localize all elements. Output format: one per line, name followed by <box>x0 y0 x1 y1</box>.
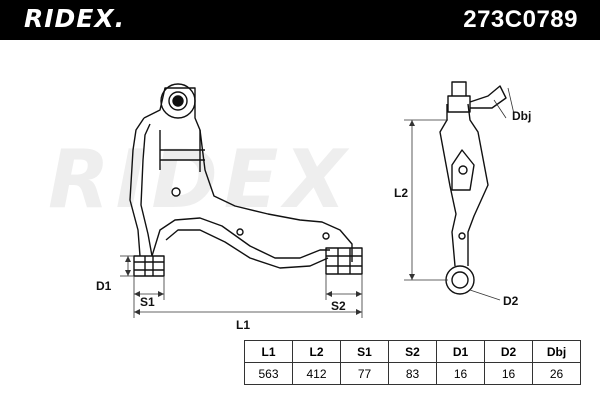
control-arm-front-view <box>129 83 363 277</box>
header-bar: RIDEX. 273C0789 <box>0 0 600 40</box>
label-l2: L2 <box>394 186 408 200</box>
brand-watermark: RIDEX <box>48 133 353 226</box>
control-arm-side-view <box>439 81 507 295</box>
spec-header-d2: D2 <box>484 340 533 363</box>
spec-header-l1: L1 <box>244 340 293 363</box>
label-l1: L1 <box>236 318 250 332</box>
spec-header-l2: L2 <box>292 340 341 363</box>
spec-value-dbj: 26 <box>532 362 581 385</box>
spec-value-l1: 563 <box>244 362 293 385</box>
spec-value-l2: 412 <box>292 362 341 385</box>
control-arm-drawing: D1 S1 S2 L1 L2 D2 Dbj <box>96 81 531 332</box>
spec-table-value-row: 563 412 77 83 16 16 26 <box>244 362 581 385</box>
spec-value-d2: 16 <box>484 362 533 385</box>
spec-header-d1: D1 <box>436 340 485 363</box>
right-bushing <box>325 247 363 275</box>
spec-header-s2: S2 <box>388 340 437 363</box>
spec-table-header-row: L1 L2 S1 S2 D1 D2 Dbj <box>244 340 581 363</box>
spec-value-s1: 77 <box>340 362 389 385</box>
spec-value-s2: 83 <box>388 362 437 385</box>
spec-header-dbj: Dbj <box>532 340 581 363</box>
brand-logo: RIDEX. <box>24 4 126 33</box>
label-d2: D2 <box>503 294 519 308</box>
side-bushing <box>445 265 475 295</box>
label-s1: S1 <box>140 295 155 309</box>
label-dbj: Dbj <box>512 109 531 123</box>
part-number: 273C0789 <box>463 6 578 33</box>
spec-header-s1: S1 <box>340 340 389 363</box>
spec-value-d1: 16 <box>436 362 485 385</box>
label-d1: D1 <box>96 279 112 293</box>
spec-table: L1 L2 S1 S2 D1 D2 Dbj 563 412 77 83 16 1… <box>244 340 581 385</box>
left-bushing <box>133 255 165 277</box>
label-s2: S2 <box>331 299 346 313</box>
